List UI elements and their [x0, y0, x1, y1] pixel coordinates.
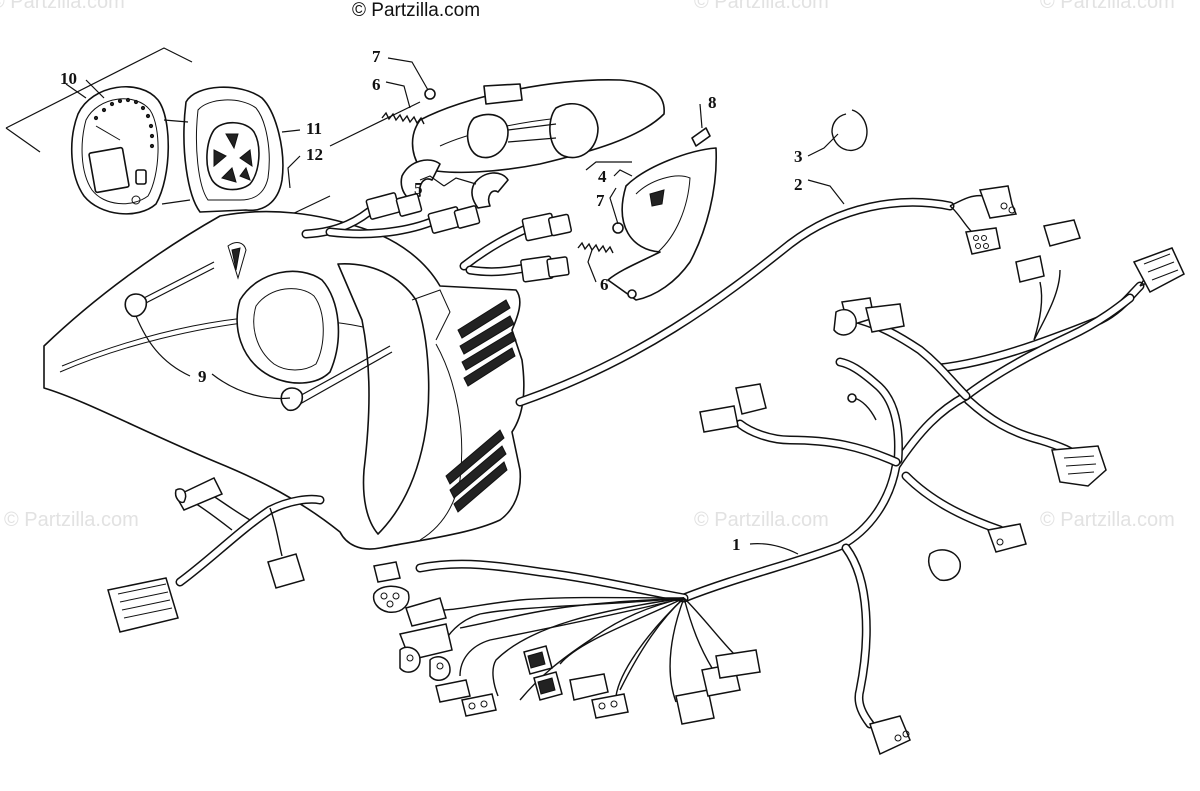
callout-4: 4	[598, 167, 607, 186]
watermark-mc2: © Partzilla.com	[694, 509, 829, 531]
hood-nacelle	[43, 210, 525, 550]
callout-leaders	[85, 57, 845, 555]
watermark-ml: © Partzilla.com	[4, 509, 139, 531]
callout-3: 3	[794, 147, 803, 166]
gauge-housing	[161, 86, 284, 213]
nut-7a	[424, 88, 436, 100]
switch-connectors	[301, 192, 573, 283]
callout-11: 11	[306, 119, 322, 138]
watermark-tr: © Partzilla.com	[1040, 0, 1175, 13]
callouts: 1 2 3 4 5 6 6 7 7 8 9 10 11 12	[60, 47, 803, 554]
harness-2	[515, 185, 1018, 407]
elbows	[400, 159, 509, 209]
callout-12: 12	[306, 145, 323, 164]
callout-5: 5	[414, 179, 423, 198]
callout-8: 8	[708, 93, 717, 112]
handlebar-pod	[411, 79, 665, 174]
pin-8	[691, 127, 711, 147]
springs	[381, 111, 614, 254]
nut-7b	[612, 222, 624, 234]
watermark-tl: © Partzilla.com	[0, 0, 125, 13]
watermark-top: © Partzilla.com	[352, 0, 480, 21]
callout-9: 9	[198, 367, 207, 386]
harness-lower-left	[107, 477, 325, 633]
callout-10: 10	[60, 69, 77, 88]
watermark-mr: © Partzilla.com	[1040, 509, 1175, 531]
callout-6-bottom: 6	[600, 275, 609, 294]
watermark-tc: © Partzilla.com	[694, 0, 829, 13]
callout-7-bottom: 7	[596, 191, 605, 210]
callout-6-top: 6	[372, 75, 381, 94]
callout-1: 1	[732, 535, 741, 554]
switch-housing	[607, 147, 718, 301]
callout-2: 2	[794, 175, 803, 194]
harness-1	[372, 293, 1135, 756]
gauge-cluster	[70, 86, 170, 215]
callout-7-top: 7	[372, 47, 381, 66]
harness-right-branch	[935, 219, 1185, 487]
ring-clip-3	[831, 109, 868, 151]
